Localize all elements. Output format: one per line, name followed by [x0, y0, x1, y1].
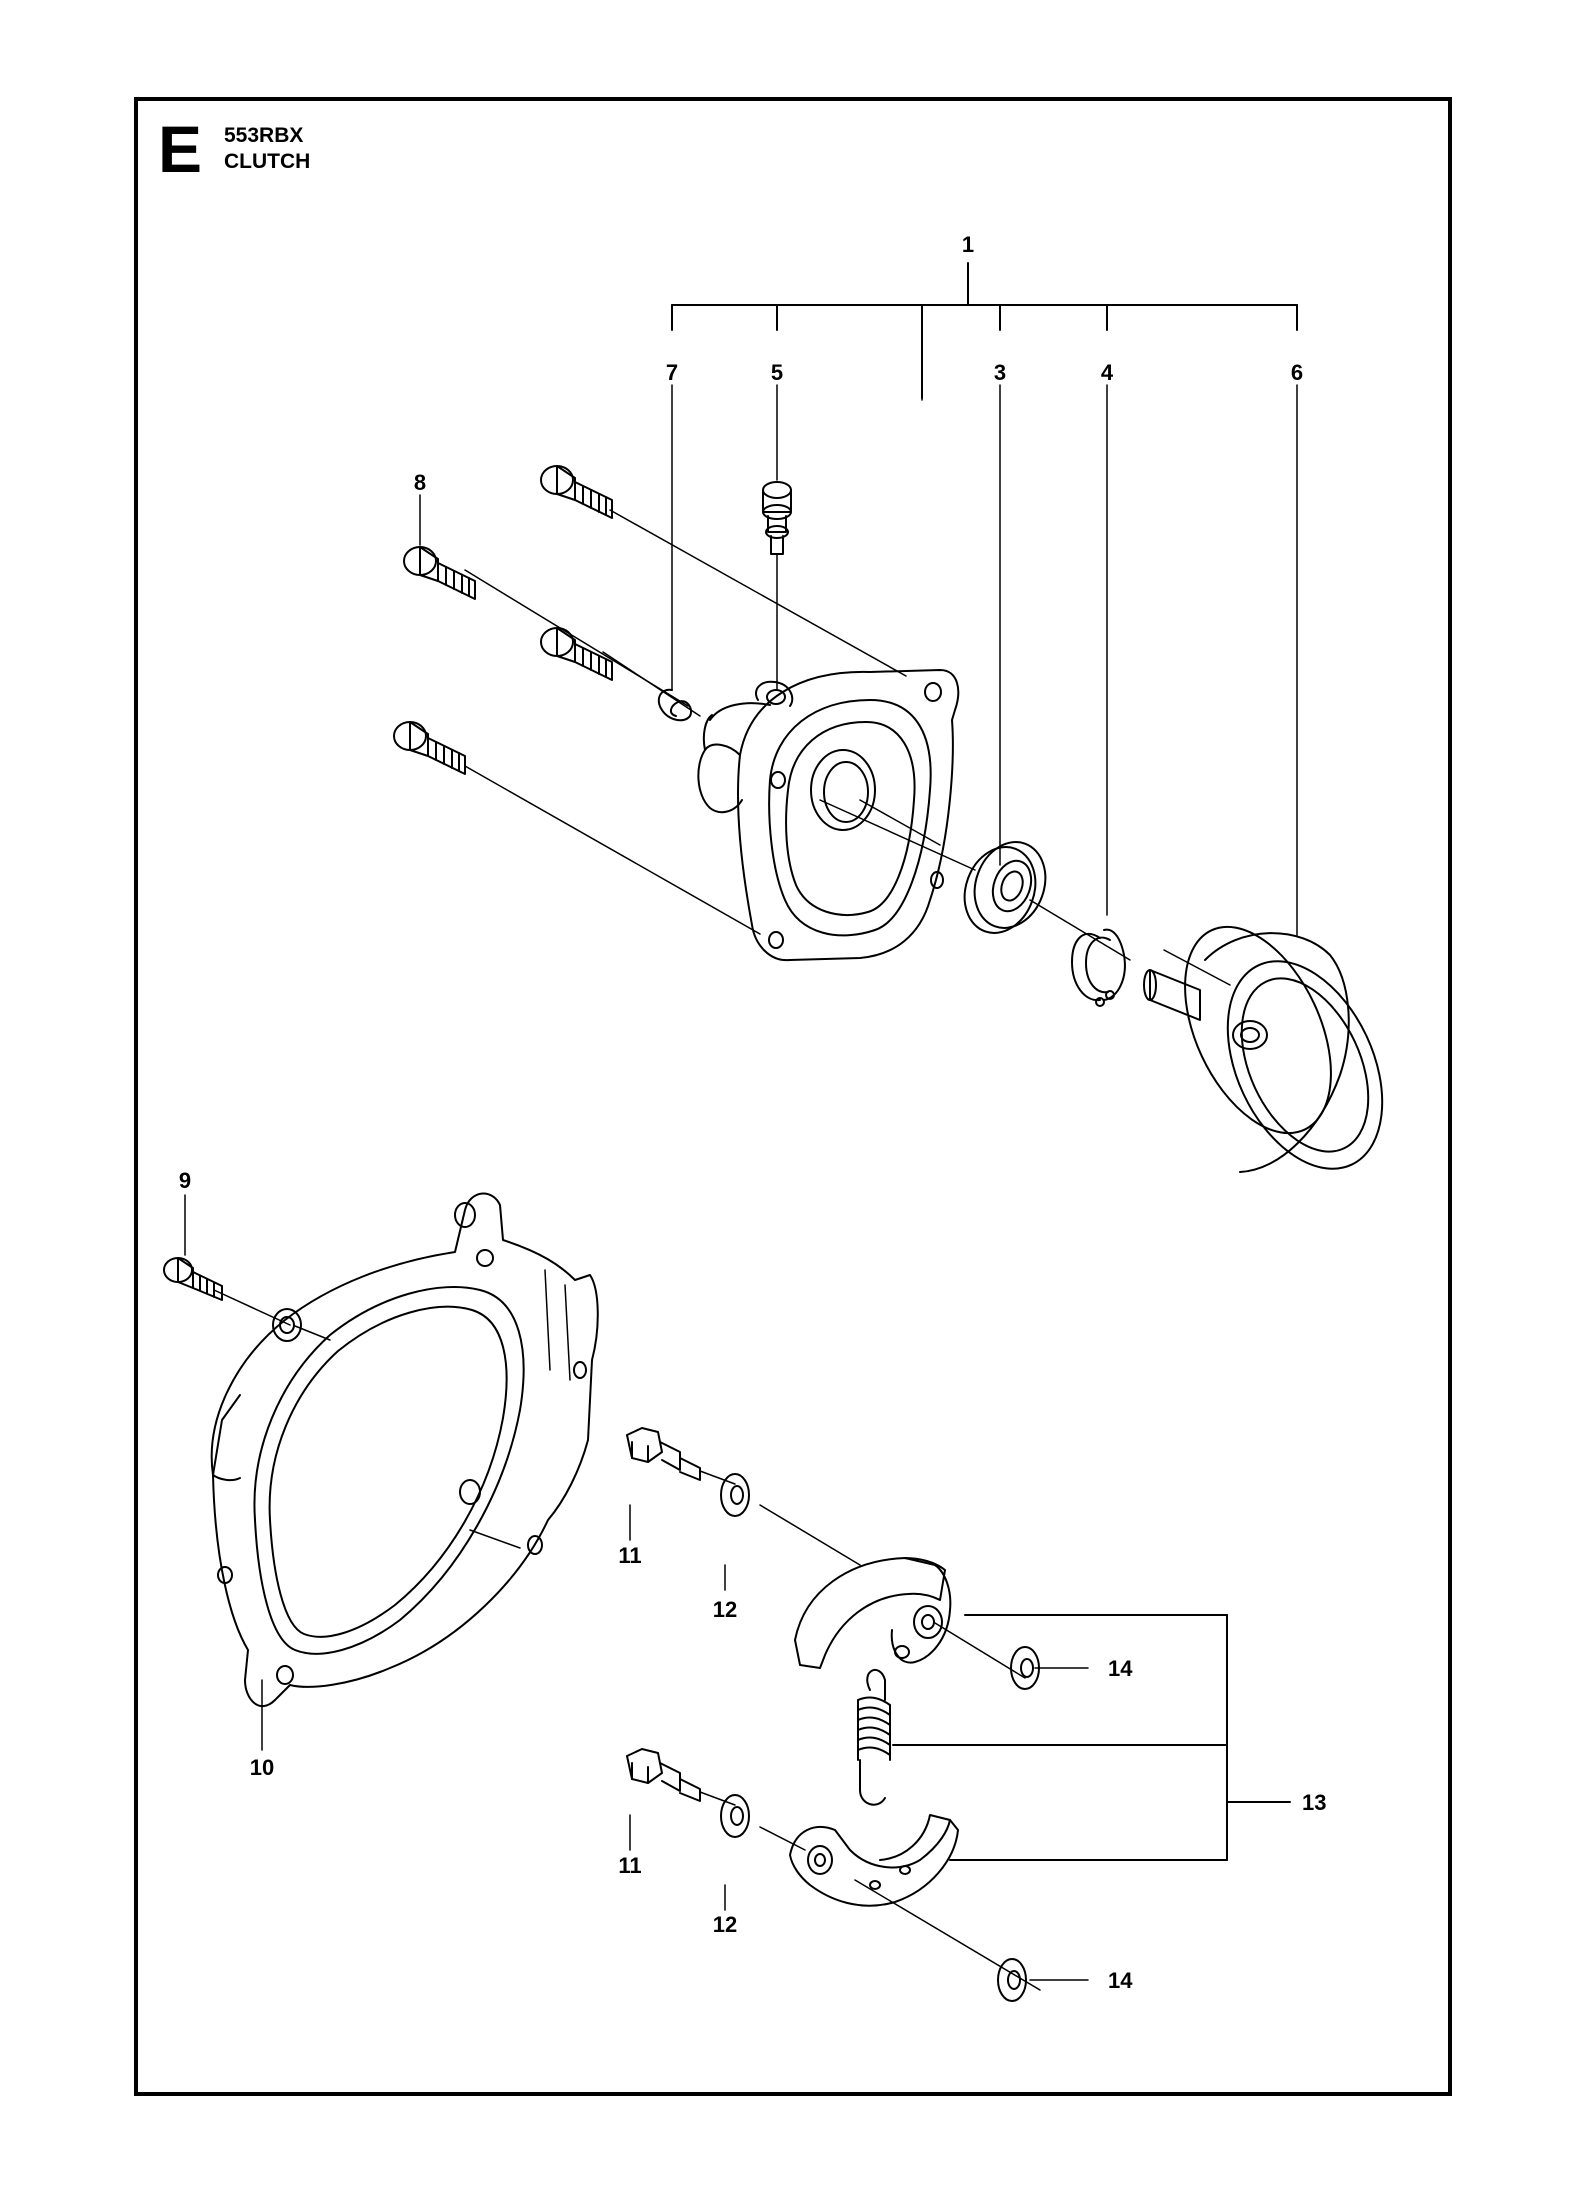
washer-14-bottom: [997, 1958, 1027, 2002]
screw-8-inner: [540, 627, 613, 681]
callout-5: 5: [771, 360, 783, 385]
section-letter: E: [158, 112, 203, 186]
grease-nipple-5: [762, 481, 792, 555]
snap-clip-7: [657, 688, 692, 722]
callout-14-top: 14: [1108, 1656, 1133, 1681]
circlip-4: [1071, 928, 1126, 1007]
callout-6: 6: [1291, 360, 1303, 385]
callout-8: 8: [414, 470, 426, 495]
clutch-cover-10: [210, 1192, 599, 1708]
screw-8-bottom: [393, 721, 466, 775]
callout-1: 1: [962, 232, 974, 257]
page-frame: [134, 97, 1452, 2096]
screw-8-middle: [403, 546, 476, 600]
callout-14-bottom: 14: [1108, 1968, 1133, 1993]
clutch-housing: [697, 669, 960, 962]
diagram-title: CLUTCH: [224, 150, 311, 173]
clutch-spring: [857, 1669, 891, 1806]
callout-bracket-13: [892, 1614, 1291, 1861]
washer-14-top: [1010, 1646, 1040, 1690]
clutch-shoe-bottom: [789, 1814, 959, 1907]
callout-13: 13: [1302, 1790, 1326, 1815]
callout-3: 3: [994, 360, 1006, 385]
washer-12-bottom: [720, 1794, 750, 1838]
callout-bracket-1: [671, 262, 1298, 399]
callout-11-bottom: 11: [618, 1853, 641, 1878]
callout-12-bottom: 12: [713, 1912, 737, 1937]
callout-10: 10: [250, 1755, 274, 1780]
callout-9: 9: [179, 1168, 191, 1193]
shoulder-screw-11-bottom: [626, 1748, 701, 1802]
callout-4: 4: [1101, 360, 1114, 385]
clutch-shoe-top: [794, 1557, 952, 1669]
clutch-drum-6: [1143, 925, 1384, 1173]
callout-7: 7: [666, 360, 678, 385]
model-number: 553RBX: [224, 124, 304, 147]
shoulder-screw-11-top: [626, 1427, 701, 1481]
callout-11-top: 11: [618, 1543, 641, 1568]
callout-labels: 1 7 5 3 4 6 8 9 10 11 12 14 13 11 12 14: [179, 232, 1327, 1993]
callout-12-top: 12: [713, 1597, 737, 1622]
screw-9: [163, 1257, 223, 1301]
bearing-3: [963, 841, 1047, 934]
screw-8-top: [540, 465, 613, 519]
washer-12-top: [720, 1473, 750, 1517]
